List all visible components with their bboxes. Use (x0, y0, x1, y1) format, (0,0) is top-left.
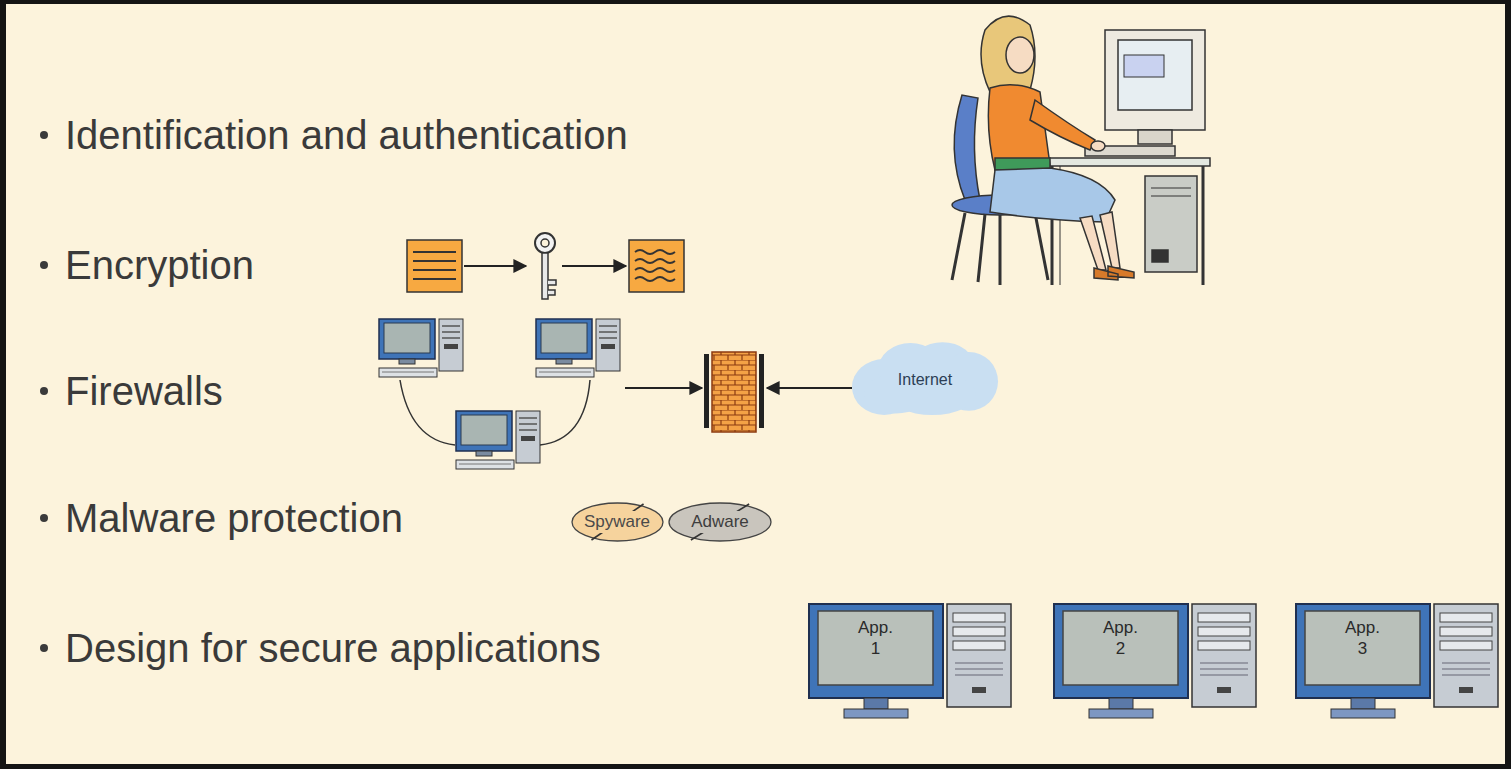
user-at-desk-figure-part (1118, 40, 1192, 110)
cloud-label: Internet (898, 370, 952, 390)
malware-oval: Spyware (571, 502, 664, 542)
user-at-desk-figure-part (1006, 37, 1034, 73)
encryption-icon-part (541, 239, 549, 247)
firewall-network-icon-part (379, 319, 463, 377)
app-label: App. 2 (1099, 617, 1143, 660)
encryption-icon-part (629, 240, 684, 292)
firewall-network-icon (379, 319, 852, 469)
user-at-desk-figure (952, 16, 1210, 285)
encryption-icon-part (464, 265, 526, 267)
app-screen: App. 2 (1063, 611, 1178, 685)
firewall-network-icon-part (540, 380, 590, 445)
bullet-text: Encryption (65, 242, 254, 288)
bullet-text: Identification and authentication (65, 112, 628, 158)
firewall-network-icon-part (759, 354, 764, 428)
malware-label: Spyware (582, 511, 652, 532)
application-computers-part (1296, 604, 1498, 718)
encryption-icon-part (635, 250, 675, 281)
user-at-desk-figure-part (1124, 55, 1164, 77)
application-computers (809, 604, 1498, 718)
bullet-dots-part (40, 514, 48, 522)
bullet-text: Malware protection (65, 495, 403, 541)
app-screen: App. 3 (1305, 611, 1420, 685)
oval-outline (669, 503, 771, 541)
bullet-dots (40, 131, 48, 652)
user-at-desk-figure-part (1138, 130, 1172, 144)
encryption-icon-part (562, 265, 626, 267)
user-at-desk-figure-part (1030, 100, 1095, 150)
bullet-text: Design for secure applications (65, 625, 601, 671)
firewall-network-icon-part (456, 411, 540, 469)
application-computers-part (809, 604, 1011, 718)
encryption-icon-part (548, 280, 556, 295)
encryption-icon-part (535, 233, 555, 253)
user-at-desk-figure-part (1091, 141, 1105, 151)
background-panel (6, 4, 1505, 764)
app-screen: App. 1 (818, 611, 933, 685)
user-at-desk-figure-part (981, 16, 1035, 95)
firewall-network-icon-part (712, 352, 756, 432)
user-at-desk-figure-part (1145, 176, 1197, 272)
bullet-dots-part (40, 261, 48, 269)
firewall-network-icon-part (400, 380, 455, 445)
bullet-dots-part (40, 387, 48, 395)
oval-outline (572, 503, 663, 541)
firewall-network-icon-part (704, 354, 709, 428)
malware-label: Adware (689, 511, 751, 532)
user-at-desk-figure-part (1080, 212, 1120, 270)
firewall-network-icon-part (536, 319, 620, 377)
user-at-desk-figure-part (1152, 250, 1168, 262)
bullet-dots-part (40, 644, 48, 652)
user-at-desk-figure-part (1151, 188, 1191, 196)
bullet-dots-part (40, 131, 48, 139)
app-label: App. 3 (1341, 617, 1385, 660)
user-at-desk-figure-part (954, 95, 980, 200)
user-at-desk-figure-part (1105, 30, 1205, 130)
firewall-network-icon-part (625, 387, 702, 389)
user-at-desk-figure-part (990, 168, 1115, 222)
encryption-icon-part (413, 252, 456, 279)
user-at-desk-figure-part (1094, 266, 1134, 280)
encryption-icon (407, 233, 684, 299)
malware-oval: Adware (668, 502, 772, 542)
app-label: App. 1 (854, 617, 898, 660)
bullet-text: Firewalls (65, 368, 223, 414)
encryption-icon-part (407, 240, 462, 292)
user-at-desk-figure-part (952, 213, 1048, 285)
firewall-network-icon-part (767, 387, 852, 389)
internet-cloud: Internet (852, 345, 998, 415)
application-computers-part (1054, 604, 1256, 718)
user-at-desk-figure-part (988, 85, 1050, 170)
user-at-desk-figure-part (1045, 158, 1210, 166)
encryption-icon-part (542, 253, 548, 299)
